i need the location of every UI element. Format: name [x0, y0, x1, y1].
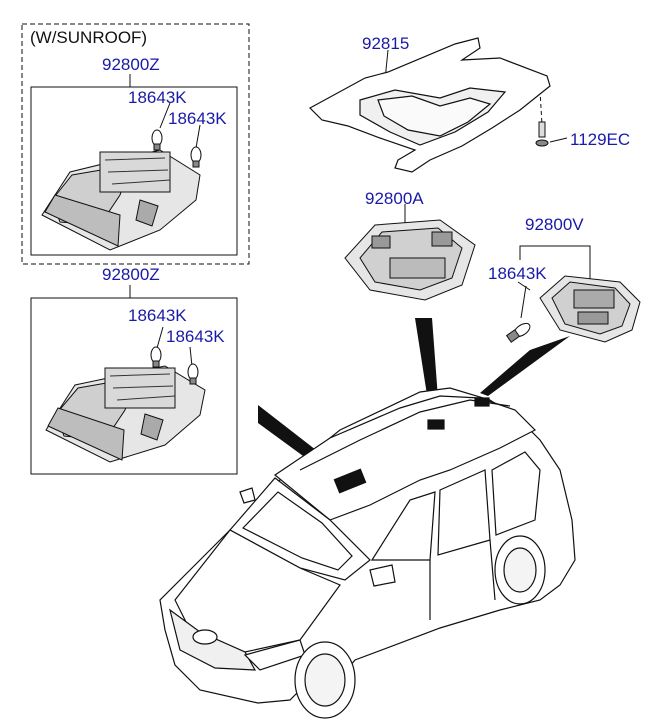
part-label-screw: 1129EC	[570, 130, 631, 149]
part-label-frame: 92815	[362, 34, 410, 53]
screw-icon	[535, 89, 549, 147]
roof-frame-bracket	[309, 37, 551, 173]
part-label-lamp-room: 92800V	[525, 215, 584, 234]
sunroof-group-box	[21, 23, 250, 265]
part-label-bulb-room: 18643K	[488, 264, 547, 283]
center-lamp	[344, 219, 476, 301]
room-lamp	[539, 275, 641, 343]
part-label-lamp-bottom: 92800Z	[102, 265, 160, 284]
sunroof-heading: (W/SUNROOF)	[30, 28, 148, 47]
part-label-lamp-top: 92800Z	[102, 55, 160, 74]
map-lamp-bottom	[45, 346, 206, 463]
lamp-top-frame	[30, 86, 238, 256]
part-label-bulb-top-a: 18643K	[128, 88, 187, 107]
part-label-bulb-bottom-b: 18643K	[166, 327, 225, 346]
part-label-bulb-top-b: 18643K	[168, 109, 227, 128]
part-label-lamp-center: 92800A	[365, 189, 424, 208]
room-lamp-bulb-icon	[505, 322, 531, 343]
part-label-bulb-bottom-a: 18643K	[128, 306, 187, 325]
vehicle-illustration	[159, 387, 576, 719]
lamp-bottom-frame	[30, 297, 238, 475]
map-lamp-top	[41, 129, 202, 251]
